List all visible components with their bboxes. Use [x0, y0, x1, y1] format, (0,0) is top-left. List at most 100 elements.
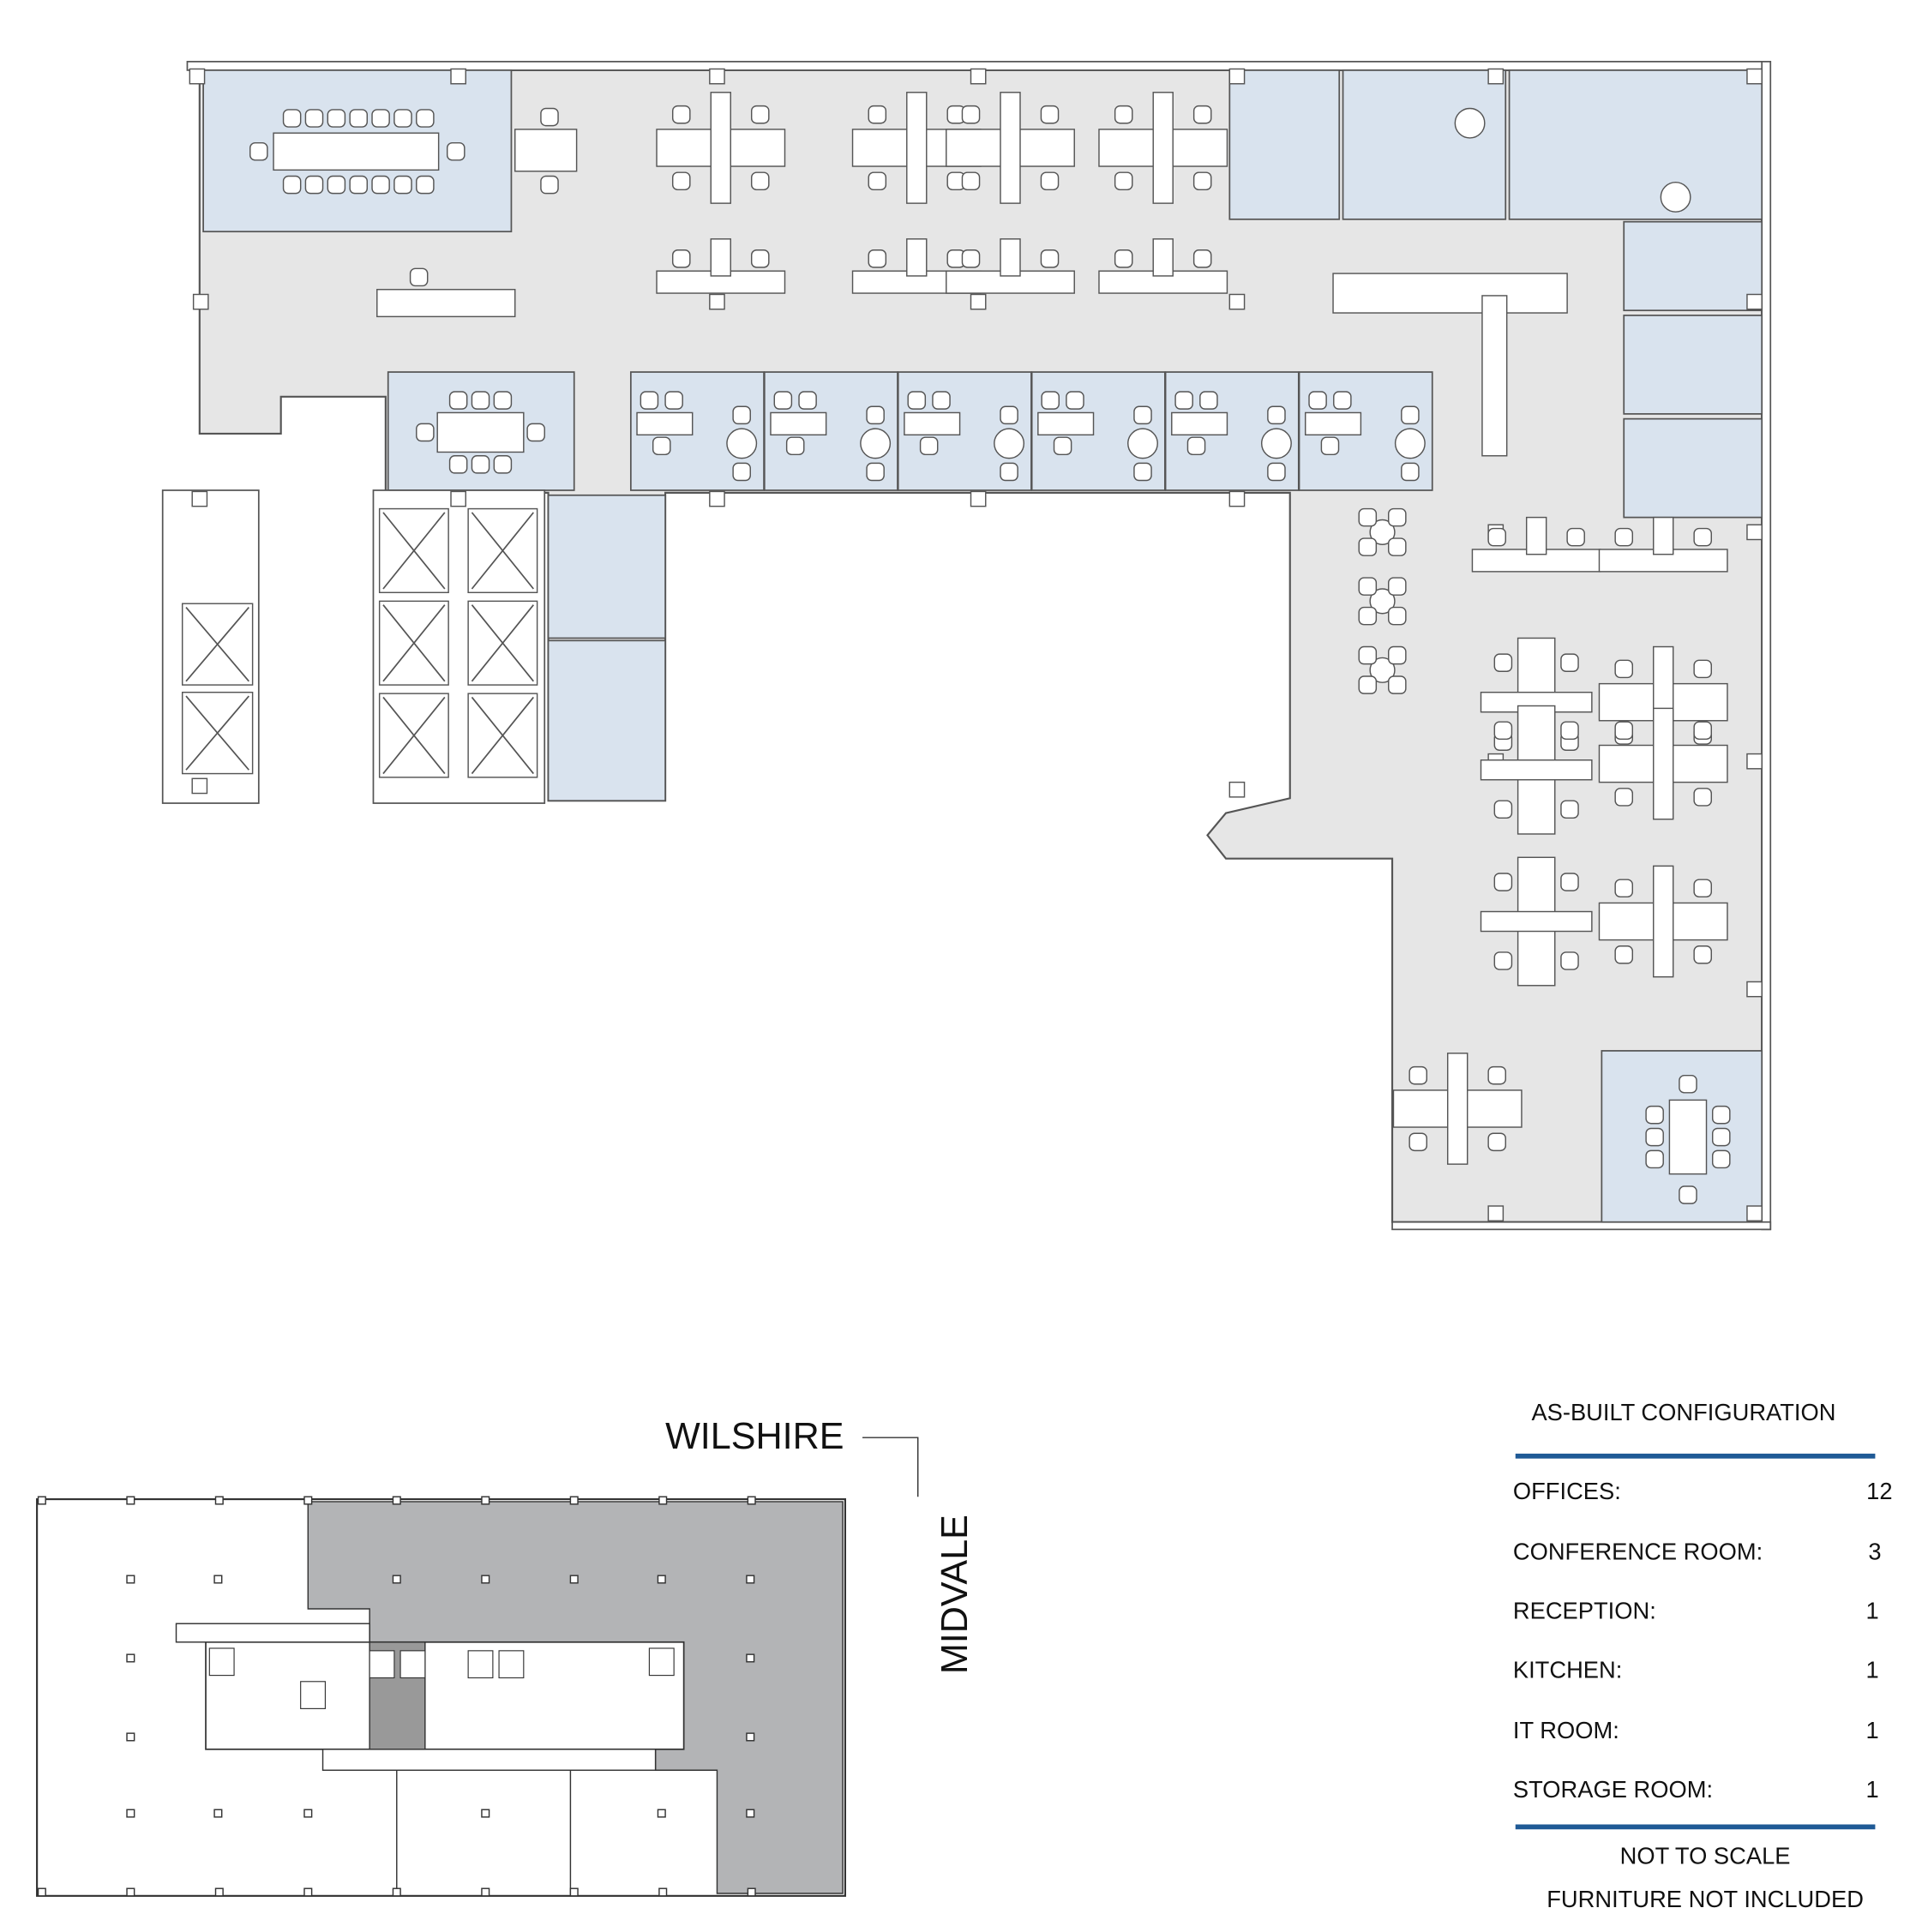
chair: [1560, 800, 1579, 819]
chair: [1487, 1065, 1506, 1085]
chair: [907, 391, 927, 410]
key-column: [481, 1575, 490, 1584]
key-elevator: [399, 1650, 426, 1679]
key-column: [481, 1496, 490, 1505]
office-desk: [636, 411, 694, 436]
chair: [249, 141, 268, 161]
key-column: [37, 1496, 46, 1505]
legend-value-storage: 1: [1865, 1777, 1879, 1804]
chair: [1358, 507, 1378, 527]
chair: [448, 391, 468, 410]
chair: [1408, 1132, 1427, 1152]
elevator-x: [382, 512, 446, 590]
chair: [1358, 645, 1378, 665]
column: [189, 68, 206, 85]
workstation-divider: [1480, 910, 1593, 933]
chair: [471, 455, 490, 474]
key-column: [481, 1809, 490, 1818]
column: [709, 293, 725, 310]
street-label-wilshire: WILSHIRE: [665, 1416, 844, 1458]
key-column: [657, 1809, 666, 1818]
chair: [1408, 1065, 1427, 1085]
reception-desk: [376, 289, 516, 318]
chair: [866, 405, 885, 425]
chair: [1493, 800, 1513, 819]
chair: [1645, 1127, 1664, 1147]
key-column: [214, 1887, 224, 1897]
round-table: [1394, 428, 1426, 459]
chair: [1388, 675, 1407, 694]
chair: [1358, 675, 1378, 694]
chair: [750, 249, 770, 268]
elevator-x: [471, 604, 534, 682]
legend-label-storage: STORAGE ROOM:: [1512, 1777, 1714, 1804]
chair: [1358, 537, 1378, 556]
chair: [371, 109, 390, 128]
chair: [785, 436, 805, 456]
chair: [1192, 171, 1212, 191]
chair: [1679, 1074, 1697, 1094]
chair: [349, 175, 369, 195]
chair: [1614, 879, 1634, 898]
key-column: [214, 1496, 224, 1505]
chair: [868, 249, 887, 268]
column: [1228, 490, 1246, 507]
chair: [540, 175, 559, 195]
key-column: [657, 1575, 666, 1584]
chair: [919, 436, 939, 456]
chair: [750, 105, 770, 124]
cafe-table: [1369, 657, 1396, 683]
chair: [448, 455, 468, 474]
key-column: [126, 1575, 135, 1584]
key-column: [746, 1653, 755, 1663]
round-table: [860, 428, 892, 459]
key-elevator: [369, 1650, 395, 1679]
column: [192, 293, 209, 310]
chair: [1040, 249, 1060, 268]
chair: [1693, 659, 1712, 679]
street-label-midvale: MIDVALE: [934, 1515, 976, 1675]
key-column: [746, 1575, 755, 1584]
key-column: [213, 1575, 223, 1584]
chair: [1388, 577, 1407, 596]
round-table: [726, 428, 758, 459]
round-table: [1127, 428, 1158, 459]
key-column: [747, 1887, 756, 1897]
legend-value-it-room: 1: [1865, 1718, 1879, 1745]
legend-label-kitchen: KITCHEN:: [1512, 1658, 1623, 1684]
key-column: [746, 1732, 755, 1742]
chair: [1560, 951, 1579, 970]
office: [1623, 417, 1763, 519]
chair: [664, 391, 683, 410]
key-column: [303, 1887, 313, 1897]
key-elevator: [467, 1650, 494, 1679]
office: [1508, 69, 1763, 220]
conference-table: [273, 132, 440, 171]
chair: [1388, 645, 1407, 665]
street-leader-line: [862, 1437, 919, 1497]
office: [1623, 315, 1763, 415]
tenant-demising-walls: [396, 1770, 572, 1895]
key-elevator: [498, 1650, 525, 1679]
chair: [1401, 405, 1420, 425]
office-desk: [1304, 411, 1362, 436]
chair: [961, 171, 981, 191]
key-column: [746, 1809, 755, 1818]
chair: [282, 109, 302, 128]
column: [1228, 293, 1246, 310]
key-column: [213, 1809, 223, 1818]
chair: [773, 391, 793, 410]
round-table: [1660, 181, 1691, 213]
round-table: [1454, 107, 1486, 139]
chair: [1645, 1149, 1664, 1169]
chair: [1693, 945, 1712, 964]
key-column: [658, 1887, 668, 1897]
key-column: [303, 1496, 313, 1505]
chair: [961, 249, 981, 268]
chair: [1566, 527, 1585, 547]
chair: [393, 175, 412, 195]
chair: [732, 405, 751, 425]
workstation-divider: [710, 92, 731, 204]
column: [450, 68, 466, 85]
workstation-divider: [1480, 759, 1593, 781]
